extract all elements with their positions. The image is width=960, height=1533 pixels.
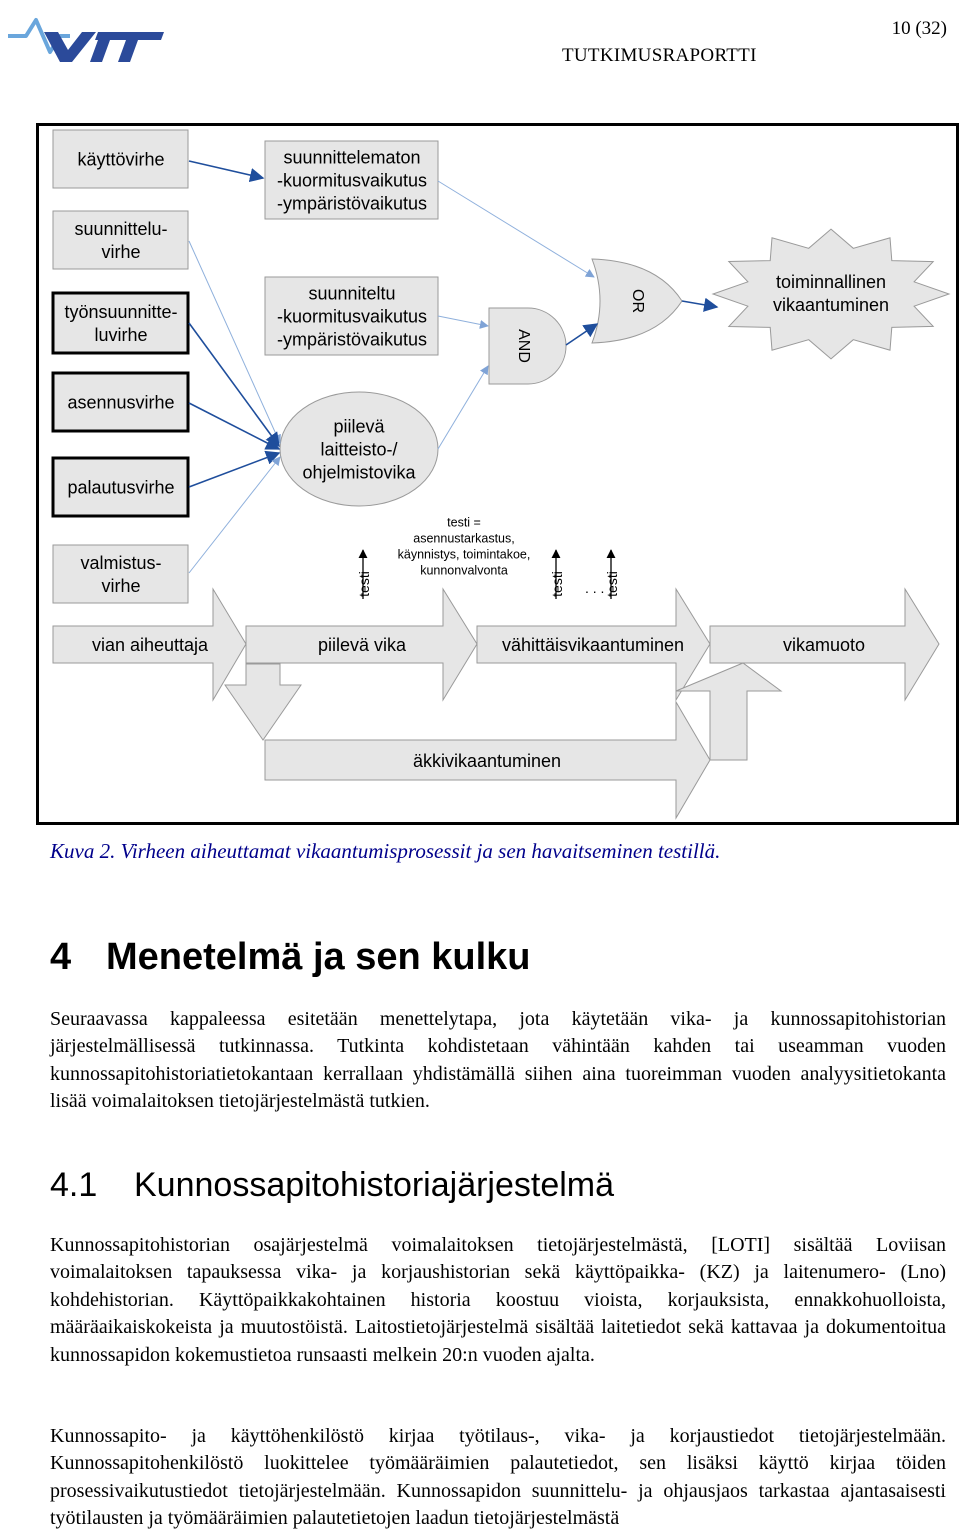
cause-box-tyonsuunnitteluvirhe: työnsuunnitte-luvirhe — [51, 291, 190, 355]
subsection-number: 4.1 — [50, 1166, 98, 1204]
failure-process-diagram: käyttövirhe suunnittelu-virhe työnsuunni… — [36, 123, 959, 825]
svg-text:asennusvirhe: asennusvirhe — [67, 392, 174, 412]
svg-text:työnsuunnitte-luvirhe: työnsuunnitte-luvirhe — [64, 302, 177, 345]
svg-text:palautusvirhe: palautusvirhe — [67, 477, 174, 497]
svg-text:äkkivikaantuminen: äkkivikaantuminen — [413, 751, 561, 771]
svg-text:testi: testi — [604, 571, 620, 597]
stage-arrow-piileva-vika: piilevä vika — [245, 587, 478, 702]
vtt-logo — [8, 18, 164, 62]
down-arrow — [224, 663, 302, 741]
section-title: Menetelmä ja sen kulku — [106, 936, 531, 978]
svg-text:vikamuoto: vikamuoto — [783, 635, 865, 655]
report-type: TUTKIMUSRAPORTTI — [562, 45, 757, 66]
svg-text:piilevä vika: piilevä vika — [318, 635, 407, 655]
test-marker-3: testi — [604, 549, 620, 599]
svg-text:testi: testi — [549, 571, 565, 597]
svg-text:vian aiheuttaja: vian aiheuttaja — [92, 635, 209, 655]
effect-box-unplanned: suunnittelematon-kuormitusvaikutus-ympär… — [264, 140, 439, 220]
cause-box-valmistusvirhe: valmistus-virhe — [52, 544, 189, 604]
or-gate: OR — [591, 258, 683, 344]
cause-box-asennusvirhe: asennusvirhe — [51, 371, 190, 433]
paragraph-1: Seuraavassa kappaleessa esitetään menett… — [50, 1008, 946, 1113]
page-number: 10 (32) — [891, 18, 947, 39]
and-gate: AND — [488, 307, 567, 385]
svg-text:suunniteltu-kuormitusvaikutus-: suunniteltu-kuormitusvaikutus-ympäristöv… — [277, 283, 427, 349]
sudden-failure-arrow: äkkivikaantuminen — [264, 700, 711, 820]
cause-box-suunnitteluvirhe: suunnittelu-virhe — [52, 210, 189, 270]
subsection-title: Kunnossapitohistoriajärjestelmä — [134, 1166, 615, 1204]
stage-arrow-vahittaisvikaantuminen: vähittäisvikaantuminen — [476, 587, 711, 702]
figure-frame — [36, 123, 959, 825]
svg-text:AND: AND — [515, 329, 532, 363]
svg-text:käyttövirhe: käyttövirhe — [77, 149, 164, 169]
test-ellipsis: . . . — [585, 580, 604, 596]
subsection-heading: 4.1 Kunnossapitohistoriajärjestelmä — [50, 1166, 614, 1205]
paragraph-2: Kunnossapitohistorian osajärjestelmä voi… — [50, 1234, 946, 1366]
up-arrow — [675, 662, 783, 761]
section-number: 4 — [50, 936, 72, 978]
section-heading: 4 Menetelmä ja sen kulku — [50, 936, 531, 979]
figure-caption: Kuva 2. Virheen aiheuttamat vikaantumisp… — [50, 839, 721, 863]
svg-text:suunnittelu-virhe: suunnittelu-virhe — [74, 219, 167, 262]
svg-text:OR: OR — [629, 289, 646, 313]
test-definition: testi =asennustarkastus,käynnistys, toim… — [398, 515, 531, 577]
cause-box-kayttovirhe: käyttövirhe — [52, 129, 189, 189]
effect-box-planned: suunniteltu-kuormitusvaikutus-ympäristöv… — [264, 276, 439, 356]
cause-connectors — [188, 160, 281, 574]
paragraph-3: Kunnossapito- ja käyttöhenkilöstö kirjaa… — [50, 1425, 946, 1530]
svg-text:suunnittelematon-kuormitusvaik: suunnittelematon-kuormitusvaikutus-ympär… — [277, 147, 427, 213]
svg-text:valmistus-virhe: valmistus-virhe — [80, 553, 161, 596]
svg-text:testi: testi — [356, 571, 372, 597]
svg-text:vähittäisvikaantuminen: vähittäisvikaantuminen — [502, 635, 684, 655]
test-marker-2: testi — [549, 549, 565, 599]
test-marker-1: testi — [356, 549, 372, 599]
cause-box-palautusvirhe: palautusvirhe — [51, 456, 190, 518]
stage-arrow-vian-aiheuttaja: vian aiheuttaja — [52, 587, 247, 702]
gate-connectors — [437, 180, 719, 450]
